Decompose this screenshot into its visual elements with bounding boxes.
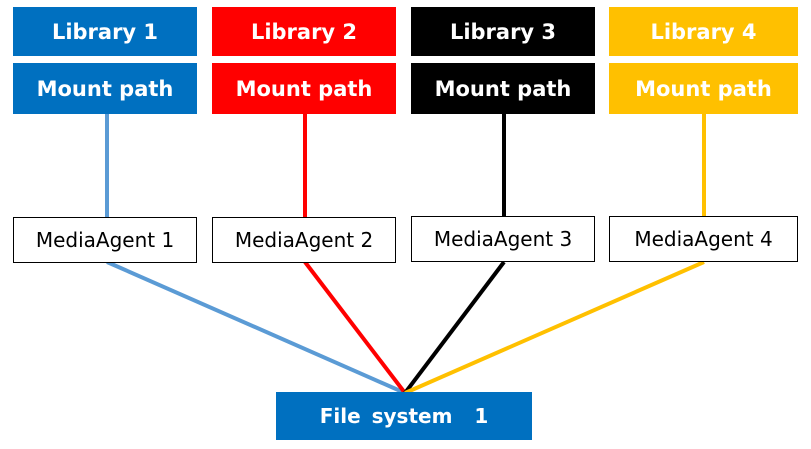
library-4-box: Library 4 (609, 7, 798, 56)
connector-agent-1-file-system (106, 260, 406, 395)
library-2-box: Library 2 (212, 7, 396, 56)
library-1-box: Library 1 (13, 7, 197, 56)
library-3-box: Library 3 (411, 7, 595, 56)
media-agent-3-box: MediaAgent 3 (411, 216, 595, 262)
connector-agent-4-file-system (404, 260, 705, 395)
mount-path-3-box: Mount path (411, 63, 595, 114)
media-agent-4-box: MediaAgent 4 (609, 216, 798, 262)
mount-path-1-box: Mount path (13, 63, 197, 114)
mount-path-4-box: Mount path (609, 63, 798, 114)
connector-agent-2-file-system (303, 260, 407, 395)
file-system-box: File system 1 (276, 392, 532, 440)
connector-agent-3-file-system (403, 260, 506, 395)
media-agent-2-box: MediaAgent 2 (212, 217, 396, 263)
mount-path-2-box: Mount path (212, 63, 396, 114)
media-agent-1-box: MediaAgent 1 (13, 217, 197, 263)
